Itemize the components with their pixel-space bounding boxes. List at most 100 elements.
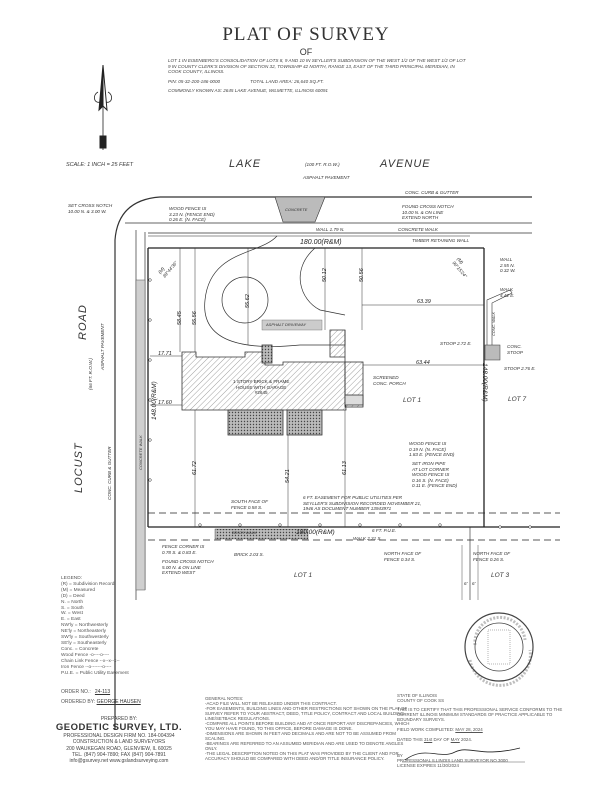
label-conc-walk: CONC. WALK <box>492 312 496 336</box>
label-wood-fence-se: WOOD FENCE IS 0.19 N. (N. FACE) 1.83 E. … <box>409 441 455 458</box>
locust-curb: CONC. CURB & GUTTER <box>107 446 112 500</box>
dim-55-62: 55.62 <box>245 294 251 308</box>
legend-item: Chain Link Fence --x--x--x-- <box>61 658 120 664</box>
dimension-lines <box>150 248 484 527</box>
notes-title: GENERAL NOTES: <box>205 696 244 701</box>
total-land-area: TOTAL LAND AREA: 26,640 SQ.FT. <box>250 78 324 84</box>
dim-south-line: 180.00(R&M) <box>296 529 335 536</box>
dated-day: 31st <box>423 737 433 742</box>
general-notes: GENERAL NOTES: -ACAD FILE WILL NOT BE RE… <box>205 696 415 761</box>
brick-walk <box>214 528 309 540</box>
legend-item: SE'ly = Southeasterly <box>61 640 107 646</box>
street-road: ROAD <box>77 304 89 340</box>
legal-description-text: LOT 1 IN EISENBERG'S CONSOLIDATION OF LO… <box>168 58 466 75</box>
cert-county: COUNTY OF COOK SS <box>397 698 445 703</box>
scale: SCALE: 1 INCH = 25 FEET <box>66 162 134 168</box>
note-item: -DIMENSIONS ARE SHOWN IN FEET AND DECIMA… <box>205 731 396 741</box>
legend-item: (R) = Subdivision Record <box>61 581 115 587</box>
note-item: -FOR EASEMENTS, BUILDING LINES AND OTHER… <box>205 706 408 721</box>
dim-63-44: 63.44 <box>416 360 430 366</box>
legend-item: E. = East <box>61 617 81 623</box>
company-web[interactable]: info@gsurvey.net www.gslandsurveying.com <box>69 758 169 765</box>
day-of-label: DAY OF <box>433 737 450 742</box>
dated-year: 2024. <box>461 737 473 742</box>
title-of: OF <box>299 47 313 57</box>
legend-item: S. = South <box>61 605 84 611</box>
house-footprint <box>181 329 364 436</box>
lake-asphalt: ASPHALT PAVEMENT <box>303 175 350 180</box>
legend-item: P.U.E. = Public Utility Easement <box>61 670 129 676</box>
note-item: -ACAD FILE WILL NOT BE RELEASED UNDER TH… <box>205 701 337 706</box>
driveway <box>204 235 346 347</box>
by-label: BY <box>397 753 403 758</box>
order-no-label: ORDER NO.: <box>61 689 91 695</box>
lot-1-label: LOT 1 <box>403 397 422 404</box>
label-stoop-e2: STOOP 2.76 E. <box>504 366 536 371</box>
dim-63-39: 63.39 <box>417 299 431 305</box>
street-avenue: AVENUE <box>380 158 431 170</box>
ordered-by-value: GEORGE HAUSEN <box>96 699 141 705</box>
label-conc-stoop: CONC. STOOP <box>507 344 523 355</box>
label-concrete: CONCRETE <box>285 207 308 212</box>
note-item: -THE LEGAL DESCRIPTION NOTED ON THIS PLA… <box>205 751 399 761</box>
label-found-cross-notch-west: FOUND CROSS NOTCH 5.00 N. & ON LINE EXTE… <box>162 559 214 576</box>
lot-1-south-label: LOT 1 <box>294 572 313 579</box>
commonly-known-as: COMMONLY KNOWN AS: 2645 LAKE AVENUE, WIL… <box>168 88 328 94</box>
legend-item: Conc. = Concrete <box>61 646 99 652</box>
legal-description: LOT 1 IN EISENBERG'S CONSOLIDATION OF LO… <box>168 58 468 94</box>
page-title: PLAT OF SURVEY <box>222 24 390 45</box>
license-expiry: LICENSE EXPIRES 11/30/2024 <box>397 763 459 768</box>
dim-50-12: 50.12 <box>322 268 328 282</box>
legend: LEGEND: (R) = Subdivision Record (M) = M… <box>61 576 129 676</box>
ordered-by: ORDERED BY: GEORGE HAUSEN <box>61 699 141 705</box>
legend-item: (D) = Deed <box>61 593 85 599</box>
label-screened-porch: SCREENED CONC. PORCH <box>373 375 406 386</box>
dim-58-45: 58.45 <box>177 311 183 325</box>
dim-17-60: 17.60 <box>158 400 172 406</box>
dim-17-71: 17.71 <box>158 351 172 357</box>
dim-6ft-w: 6' <box>464 581 468 586</box>
label-wood-fence-ne: WOOD FENCE IS 3.23 N. (FENCE END) 0.26 E… <box>169 206 215 223</box>
cert-state: STATE OF ILLINOIS <box>397 693 438 698</box>
label-walk-s: WALK 2.31 S. <box>353 536 382 541</box>
label-wall: WALL 1.79 N. <box>316 227 345 232</box>
lot-7-label: LOT 7 <box>508 396 527 403</box>
label-wall-ne: WALL 2.55 N. 0.32 W. <box>500 257 516 274</box>
company-type: CONSTRUCTION & LAND SURVEYORS <box>72 739 166 746</box>
label-brick-walk: BRICK WALK <box>232 530 257 535</box>
street-locust: LOCUST <box>73 442 85 493</box>
firm-number: PROFESSIONAL DESIGN FIRM NO. 184-004394 <box>63 733 175 740</box>
locust-row: (66 FT. R.O.W.) <box>88 357 93 390</box>
street-lake: LAKE <box>229 158 262 170</box>
dim-50-56: 50.56 <box>359 268 365 282</box>
ordered-by-label: ORDERED BY: <box>61 699 96 705</box>
cert-statement: THIS IS TO CERTIFY THAT THIS PROFESSIONA… <box>397 707 563 722</box>
label-set-cross-notch: SET CROSS NOTCH 10.00 N. & 3.00 W. <box>68 203 113 214</box>
locust-asphalt: ASPHALT PAVEMENT <box>100 323 105 370</box>
concrete-apron <box>274 196 326 223</box>
label-fence-corner: FENCE CORNER IS 0.78 S. & 0.83 E. <box>162 544 205 555</box>
label-pue: 6 FT. P.U.E. <box>372 528 397 533</box>
order-no-value: 24-113 <box>94 689 111 695</box>
street-lake-row: (100 FT. R.O.W.) <box>305 162 340 167</box>
legend-title: LEGEND: <box>61 576 83 581</box>
conc-stoop <box>484 344 501 361</box>
company-address: 200 WAUKEGAN ROAD, GLENVIEW, IL 60025 <box>66 745 172 752</box>
label-stoop-e: STOOP 2.72 E. <box>440 341 472 346</box>
label-asphalt-driveway: ASPHALT DRIVEWAY <box>266 322 307 327</box>
label-walk: WALK 4.42 E. <box>500 287 515 298</box>
surveyor-seal <box>464 612 534 687</box>
dim-54-21: 54.21 <box>285 469 291 483</box>
dated-month: MAY <box>450 737 460 742</box>
dim-east-line: 148.00(R&M) <box>481 363 488 402</box>
label-found-cross-notch-north: FOUND CROSS NOTCH 10.00 N. & ON LINE EXT… <box>402 204 454 221</box>
label-north-face-fence-w: NORTH FACE OF FENCE 0.34 S. <box>384 551 422 562</box>
prepared-by-label: PREPARED BY: <box>100 716 138 722</box>
dated-label: DATED THIS <box>397 737 423 742</box>
legend-item: SW'ly = Southwesterly <box>61 635 109 641</box>
label-iron-pipe: SET IRON PIPE AT LOT CORNER WOOD FENCE I… <box>412 461 458 489</box>
company-phone: TEL. (847) 904-7890; FAX (847) 904-7891 <box>72 751 166 758</box>
preparer-block: PREPARED BY: GEODETIC SURVEY, LTD. PROFE… <box>54 716 184 764</box>
north-arrow-icon <box>94 64 112 150</box>
